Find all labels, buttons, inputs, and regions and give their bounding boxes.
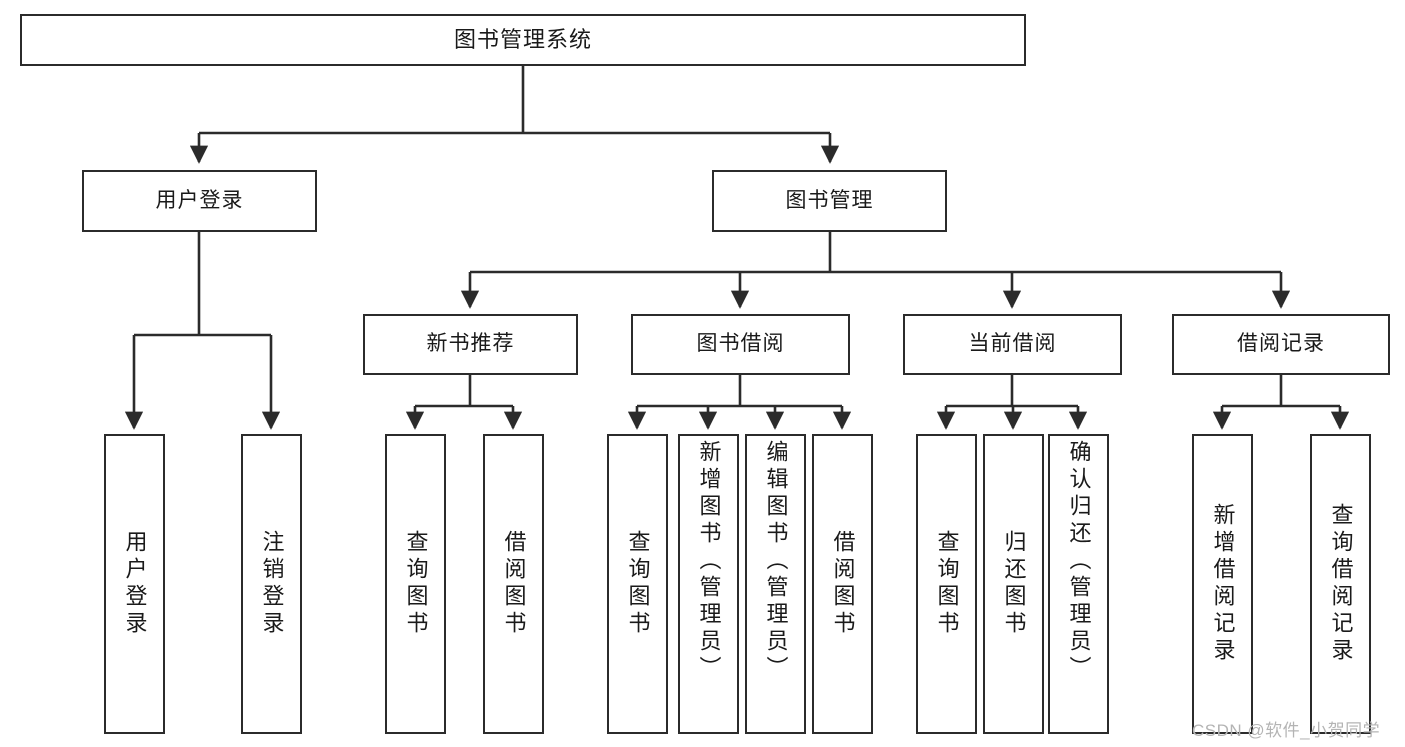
leaf-current-borrow-confirm-return-admin[interactable]: 确认归还（管理员） (1048, 434, 1109, 734)
node-current-borrow[interactable]: 当前借阅 (903, 314, 1122, 375)
node-user-login[interactable]: 用户登录 (82, 170, 317, 232)
node-root-book-management-system[interactable]: 图书管理系统 (20, 14, 1026, 66)
leaf-current-borrow-return-book[interactable]: 归还图书 (983, 434, 1044, 734)
leaf-user-login-logout[interactable]: 注销登录 (241, 434, 302, 734)
node-label: 查询图书 (625, 530, 651, 638)
node-label: 图书管理 (785, 188, 874, 212)
leaf-book-borrow-edit-book-admin[interactable]: 编辑图书（管理员） (745, 434, 806, 734)
node-new-book-recommend[interactable]: 新书推荐 (363, 314, 578, 375)
node-label: 图书借阅 (696, 332, 785, 356)
node-label: 查询图书 (403, 530, 429, 638)
node-label: 借阅记录 (1237, 332, 1325, 356)
node-label: 用户登录 (155, 188, 244, 212)
leaf-borrow-record-query-record[interactable]: 查询借阅记录 (1310, 434, 1371, 734)
node-label: 新增图书（管理员） (696, 440, 722, 683)
node-label: 图书管理系统 (453, 27, 592, 53)
node-label: 查询图书 (934, 530, 960, 638)
leaf-book-borrow-query-book[interactable]: 查询图书 (607, 434, 668, 734)
node-label: 新书推荐 (426, 332, 515, 356)
leaf-current-borrow-query-book[interactable]: 查询图书 (916, 434, 977, 734)
csdn-watermark: CSDN @软件_小贺同学 (1192, 716, 1380, 741)
node-book-management[interactable]: 图书管理 (712, 170, 947, 232)
leaf-book-borrow-borrow-book[interactable]: 借阅图书 (812, 434, 873, 734)
node-label: 查询借阅记录 (1328, 503, 1354, 665)
leaf-new-book-borrow-book[interactable]: 借阅图书 (483, 434, 544, 734)
node-label: 借阅图书 (501, 530, 527, 638)
leaf-borrow-record-add-record[interactable]: 新增借阅记录 (1192, 434, 1253, 734)
node-borrow-record[interactable]: 借阅记录 (1172, 314, 1390, 375)
node-book-borrow[interactable]: 图书借阅 (631, 314, 850, 375)
node-label: 借阅图书 (830, 530, 856, 638)
watermark-text: CSDN @软件_小贺同学 (1192, 721, 1381, 740)
node-label: 新增借阅记录 (1210, 503, 1236, 665)
leaf-new-book-query-book[interactable]: 查询图书 (385, 434, 446, 734)
node-label: 当前借阅 (968, 332, 1057, 356)
node-label: 用户登录 (122, 530, 148, 638)
node-label: 注销登录 (259, 530, 285, 638)
leaf-book-borrow-add-book-admin[interactable]: 新增图书（管理员） (678, 434, 739, 734)
node-label: 归还图书 (1001, 530, 1027, 638)
node-label: 编辑图书（管理员） (763, 440, 789, 683)
node-label: 确认归还（管理员） (1066, 440, 1092, 683)
leaf-user-login-login[interactable]: 用户登录 (104, 434, 165, 734)
